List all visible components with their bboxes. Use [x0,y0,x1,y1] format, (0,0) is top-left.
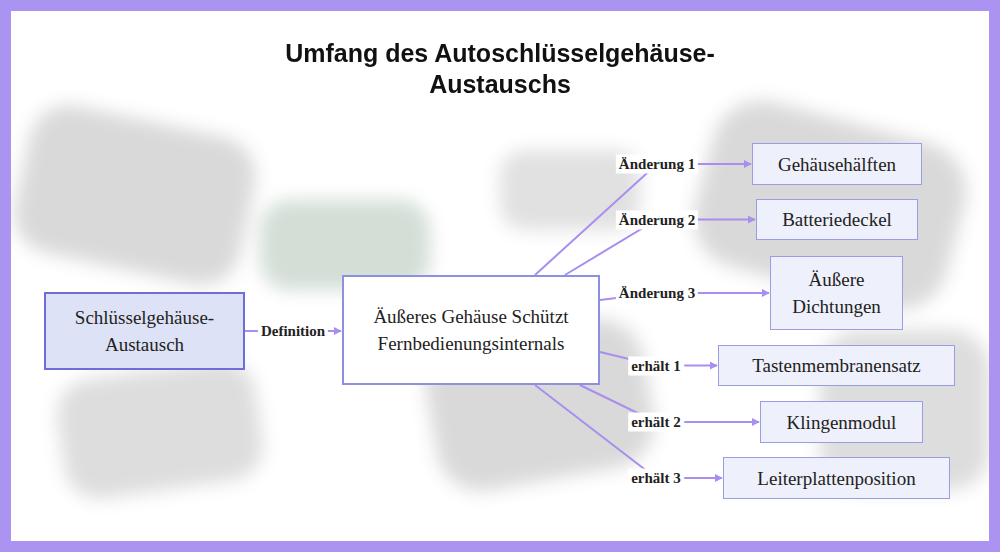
box-text: Äußeres Gehäuse Schützt Fernbedienungsin… [356,303,586,357]
kept-box: Klingenmodul [760,401,923,443]
box-text: Äußere Dichtungen [783,266,890,320]
kept-box: Leiterplattenposition [723,457,950,499]
box-text: Schlüsselgehäuse-Austausch [58,304,231,358]
change-box: Äußere Dichtungen [770,256,903,330]
diagram-title: Umfang des Autoschlüsselgehäuse-Austausc… [240,38,760,100]
box-text: Leiterplattenposition [757,465,915,492]
edge-label: Änderung 1 [616,155,698,174]
connector-arrow [535,385,722,478]
box-text: Tastenmembranensatz [752,352,921,379]
edge-label: Änderung 3 [616,284,698,303]
edge-label: Definition [258,322,328,341]
change-box: Gehäusehälften [752,143,922,185]
kept-box: Tastenmembranensatz [718,345,955,386]
box-text: Batteriedeckel [782,206,892,233]
edge-label: erhält 1 [628,356,684,375]
box-text: Klingenmodul [787,409,897,436]
change-box: Batteriedeckel [756,199,918,240]
edge-label: erhält 2 [628,413,684,432]
edge-label: Änderung 2 [616,210,698,229]
root-box: Schlüsselgehäuse-Austausch [44,292,245,370]
box-text: Gehäusehälften [778,151,896,178]
definition-box: Äußeres Gehäuse Schützt Fernbedienungsin… [342,275,600,385]
edge-label: erhält 3 [628,469,684,488]
